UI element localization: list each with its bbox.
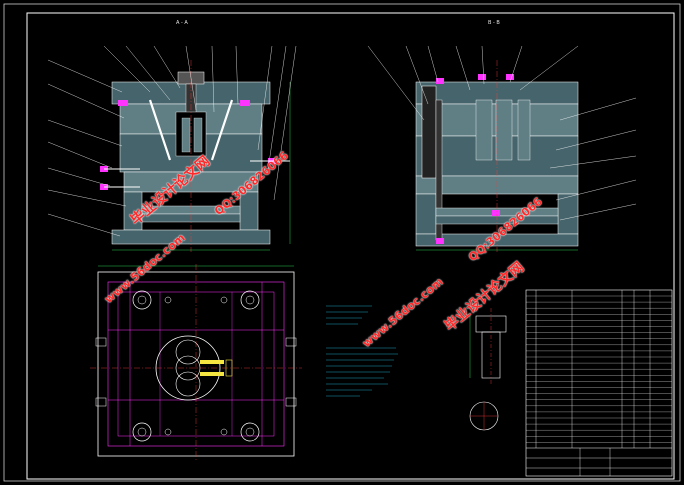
- outer-frame: [3, 3, 681, 482]
- section-a-a-view: [47, 45, 297, 252]
- section-label-a-a: A - A: [176, 20, 188, 26]
- part-detail-sketch: [469, 308, 507, 431]
- inner-frame: [26, 12, 675, 480]
- plan-view: [90, 264, 302, 460]
- section-b-b-view: [367, 45, 637, 252]
- technical-notes: [326, 305, 398, 397]
- title-block: [525, 289, 673, 477]
- section-label-b-b: B - B: [488, 20, 500, 26]
